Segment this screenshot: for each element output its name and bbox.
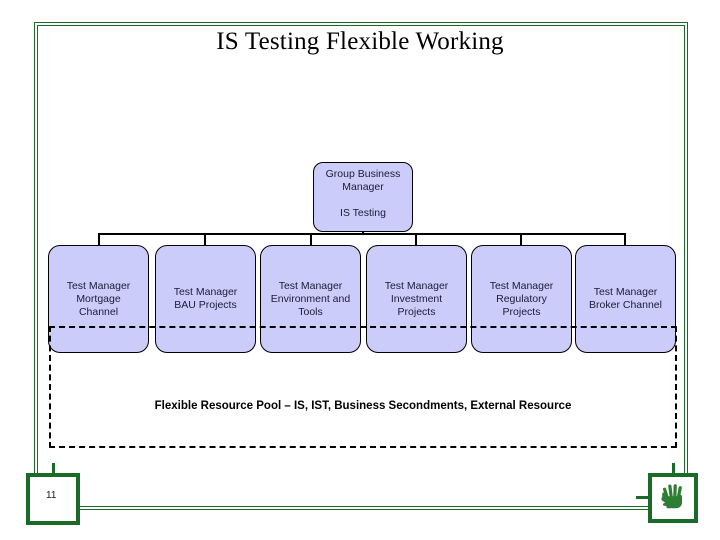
org-node-line-1: Test Manager	[489, 279, 554, 292]
org-node-bau-projects[interactable]: Test Manager BAU Projects	[155, 245, 256, 353]
org-node-subtitle: IS Testing	[340, 207, 386, 219]
connector-horizontal-bus	[98, 233, 625, 235]
org-node-line-2: Broker Channel	[589, 299, 662, 311]
page-title: IS Testing Flexible Working	[216, 28, 504, 55]
connector-drop-2	[204, 233, 206, 246]
frame-stub-right-vertical	[672, 463, 675, 477]
org-node-line-2: Environment and	[270, 292, 351, 305]
org-node-line-3: Projects	[397, 305, 436, 318]
org-node-line-1: Test Manager	[593, 286, 658, 298]
connector-drop-5	[520, 233, 522, 246]
page-number: 11	[46, 490, 57, 501]
frame-stub-left-vertical	[52, 463, 55, 477]
org-node-line-2: Regulatory	[496, 292, 547, 305]
org-node-line-2: Mortgage	[76, 292, 121, 305]
flexible-resource-pool-boundary	[49, 326, 677, 448]
org-node-group-business-manager[interactable]: Group Business Manager IS Testing	[313, 162, 413, 232]
hand-icon-badge	[648, 473, 698, 523]
org-node-environment-and-tools[interactable]: Test Manager Environment and Tools	[260, 245, 361, 353]
page-number-badge	[26, 473, 80, 525]
org-node-line-3: Channel	[78, 305, 119, 318]
org-node-line-3: Projects	[502, 305, 541, 318]
org-node-line-1: Test Manager	[173, 286, 238, 298]
flexible-resource-pool-label: Flexible Resource Pool – IS, IST, Busine…	[154, 400, 572, 412]
connector-drop-1	[98, 233, 100, 246]
org-node-line-1: Test Manager	[278, 279, 343, 292]
org-node-line-2: BAU Projects	[174, 299, 237, 311]
org-node-regulatory-projects[interactable]: Test Manager Regulatory Projects	[471, 245, 572, 353]
org-node-line-1: Group Business	[325, 168, 401, 180]
org-node-investment-projects[interactable]: Test Manager Investment Projects	[366, 245, 467, 353]
org-node-line-2: Investment	[390, 292, 443, 305]
connector-drop-3	[310, 233, 312, 246]
connector-drop-6	[624, 233, 626, 246]
hand-icon	[661, 484, 682, 509]
org-node-broker-channel[interactable]: Test Manager Broker Channel	[575, 245, 676, 353]
org-node-line-3: Tools	[298, 305, 323, 318]
connector-drop-4	[415, 233, 417, 246]
org-node-line-1: Test Manager	[384, 279, 449, 292]
frame-stub-right	[636, 496, 652, 499]
org-node-mortgage-channel[interactable]: Test Manager Mortgage Channel	[48, 245, 149, 353]
org-node-line-2: Manager	[342, 181, 384, 193]
org-node-line-1: Test Manager	[66, 279, 131, 292]
